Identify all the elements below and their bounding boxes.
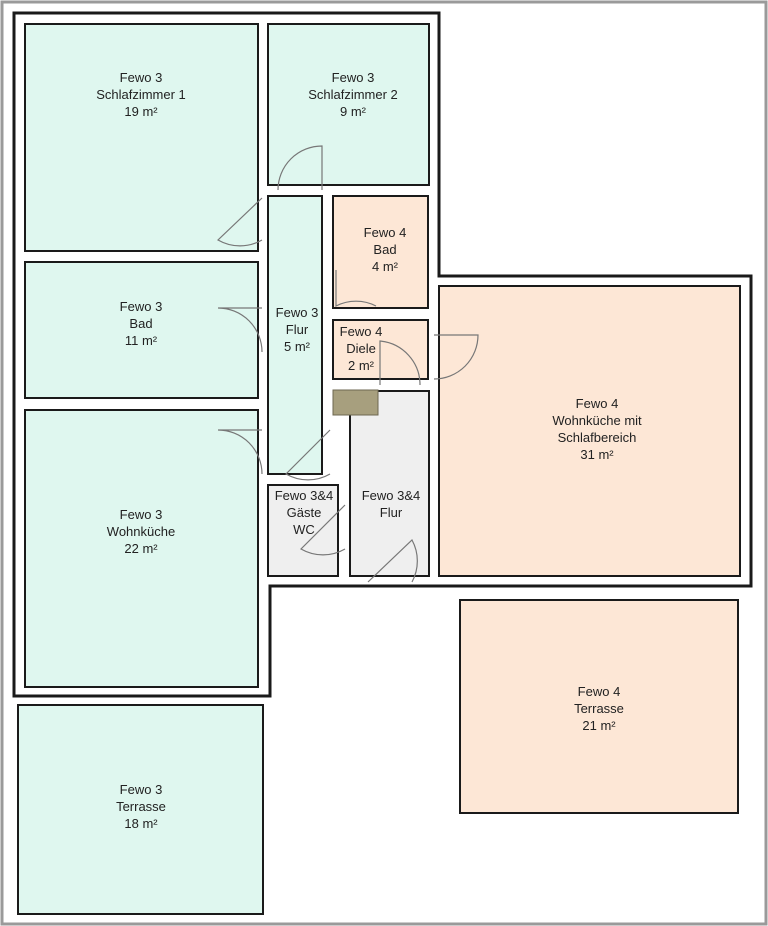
room-label-fewo3-schlafzimmer-1: Fewo 3 Schlafzimmer 1 19 m² bbox=[96, 70, 186, 119]
door-swing bbox=[300, 504, 346, 556]
room-label-fewo3-flur: Fewo 3 Flur 5 m² bbox=[276, 305, 319, 354]
room-label-line: Schlafzimmer 1 bbox=[96, 87, 186, 102]
room-label-line: Fewo 3 bbox=[120, 70, 163, 85]
room-fewo4-terrasse bbox=[459, 599, 739, 814]
stair-block bbox=[332, 389, 379, 416]
room-label-line: Fewo 3 bbox=[332, 70, 375, 85]
room-label-line: Bad bbox=[373, 242, 396, 257]
room-label-line: Fewo 3 bbox=[120, 782, 163, 797]
room-label-line: 18 m² bbox=[124, 816, 158, 831]
room-label-line: Schlafbereich bbox=[558, 430, 637, 445]
room-label-line: Fewo 3 bbox=[120, 299, 163, 314]
room-label-line: 22 m² bbox=[124, 541, 158, 556]
room-label-line: Fewo 4 bbox=[340, 324, 383, 339]
room-label-line: 11 m² bbox=[125, 333, 158, 348]
room-label-line: Fewo 4 bbox=[576, 396, 619, 411]
room-label-line: Gäste bbox=[287, 505, 322, 520]
door-swing bbox=[379, 340, 421, 386]
room-label-fewo3-bad: Fewo 3 Bad 11 m² bbox=[120, 299, 163, 348]
room-label-line: 4 m² bbox=[372, 259, 399, 274]
room-label-line: WC bbox=[293, 522, 315, 537]
door-swing bbox=[217, 307, 263, 353]
room-label-line: Wohnküche mit bbox=[552, 413, 642, 428]
room-fewo3-schlafzimmer-1 bbox=[24, 23, 259, 252]
room-label-line: Terrasse bbox=[574, 701, 624, 716]
room-label-line: Fewo 3 bbox=[120, 507, 163, 522]
room-label-line: 31 m² bbox=[580, 447, 614, 462]
room-label-fewo3-wohnkueche: Fewo 3 Wohnküche 22 m² bbox=[107, 507, 175, 556]
rooms-layer bbox=[17, 23, 741, 915]
room-fewo34-gaeste-wc bbox=[267, 484, 339, 577]
room-label-fewo4-bad: Fewo 4 Bad 4 m² bbox=[364, 225, 407, 274]
room-fewo34-flur bbox=[349, 390, 430, 577]
room-label-line: 9 m² bbox=[340, 104, 367, 119]
room-label-line: Schlafzimmer 2 bbox=[308, 87, 398, 102]
room-label-fewo4-diele: Fewo 4 Diele 2 m² bbox=[340, 324, 383, 373]
room-label-line: 2 m² bbox=[348, 358, 375, 373]
room-fewo3-schlafzimmer-2 bbox=[267, 23, 430, 186]
door-swing bbox=[285, 429, 331, 481]
door-swing bbox=[367, 539, 418, 583]
room-label-line: 5 m² bbox=[284, 339, 311, 354]
labels-layer: Fewo 3 Schlafzimmer 1 19 m² Fewo 3 Schlafzim… bbox=[96, 70, 642, 831]
room-label-line: Fewo 3&4 bbox=[275, 488, 334, 503]
room-fewo3-terrasse bbox=[17, 704, 264, 915]
door-swing bbox=[335, 270, 377, 307]
room-label-line: 19 m² bbox=[124, 104, 158, 119]
room-label-line: Wohnküche bbox=[107, 524, 175, 539]
room-fewo3-bad bbox=[24, 261, 259, 399]
room-label-fewo3-schlafzimmer-2: Fewo 3 Schlafzimmer 2 9 m² bbox=[308, 70, 398, 119]
room-label-line: Fewo 4 bbox=[364, 225, 407, 240]
room-label-line: Fewo 4 bbox=[578, 684, 621, 699]
room-label-line: Terrasse bbox=[116, 799, 166, 814]
room-label-line: Diele bbox=[346, 341, 376, 356]
door-swing bbox=[217, 197, 263, 247]
doors-layer bbox=[217, 145, 479, 583]
door-swing bbox=[217, 429, 263, 475]
door-swing bbox=[433, 334, 479, 380]
room-label-line: Fewo 3 bbox=[276, 305, 319, 320]
room-label-line: Flur bbox=[380, 505, 403, 520]
room-fewo3-flur bbox=[267, 195, 323, 475]
room-fewo4-wohnkueche bbox=[438, 285, 741, 577]
room-label-fewo3-terrasse: Fewo 3 Terrasse 18 m² bbox=[116, 782, 166, 831]
room-fewo3-wohnkueche bbox=[24, 409, 259, 688]
room-label-line: Flur bbox=[286, 322, 309, 337]
room-label-line: 21 m² bbox=[582, 718, 616, 733]
room-label-line: Bad bbox=[129, 316, 152, 331]
room-label-line: Fewo 3&4 bbox=[362, 488, 421, 503]
room-label-fewo4-terrasse: Fewo 4 Terrasse 21 m² bbox=[574, 684, 624, 733]
door-swing bbox=[277, 145, 323, 191]
room-fewo4-bad bbox=[332, 195, 429, 309]
